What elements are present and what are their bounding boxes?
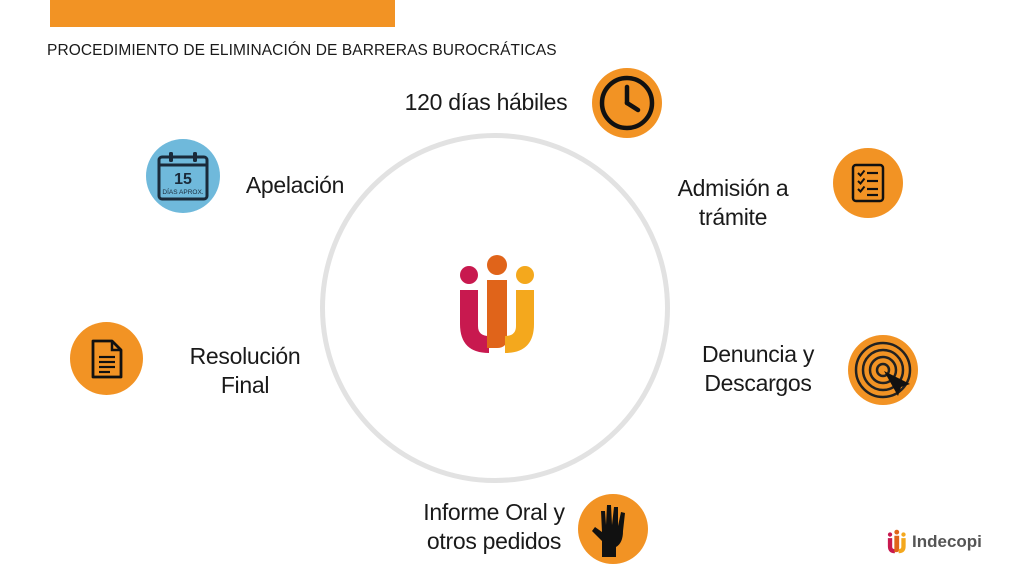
complaint-label: Denuncia y Descargos [688, 340, 828, 398]
resolution-label: Resolución Final [172, 342, 318, 400]
admission-label-line1: Admisión a [677, 175, 789, 201]
process-cycle-ring [320, 133, 670, 483]
calendar-icon: 15 DÍAS APROX. [157, 152, 209, 201]
document-icon [91, 339, 122, 378]
raised-hand-icon [592, 505, 625, 557]
page-title: PROCEDIMIENTO DE ELIMINACIÓN DE BARRERAS… [47, 42, 557, 59]
brand-name: Indecopi [912, 531, 982, 551]
resolution-label-line2: Final [220, 372, 270, 398]
raised-hand-icon-circle [578, 494, 648, 564]
duration-label: 120 días hábiles [404, 89, 568, 115]
clock-icon [599, 75, 655, 131]
checklist-icon [851, 163, 885, 203]
target-cursor-icon [854, 341, 912, 399]
calendar-caption: DÍAS APROX. [162, 187, 203, 196]
indecopi-logo [460, 255, 534, 353]
clock-icon-circle [592, 68, 662, 138]
document-icon-circle [70, 322, 143, 395]
appeal-label: Apelación [245, 172, 345, 198]
calendar-day-number: 15 [174, 171, 192, 188]
top-accent-bar [50, 0, 395, 27]
brand-footer: Indecopi [886, 529, 982, 554]
oral-report-label-line2: otros pedidos [426, 528, 562, 554]
oral-report-label: Informe Oral y otros pedidos [404, 498, 584, 556]
calendar-icon-circle: 15 DÍAS APROX. [146, 139, 220, 213]
complaint-label-line2: Descargos [704, 370, 812, 396]
admission-label: Admisión a trámite [660, 174, 806, 232]
indecopi-small-logo [887, 529, 906, 554]
resolution-label-line1: Resolución [189, 343, 301, 369]
complaint-label-line1: Denuncia y [701, 341, 815, 367]
checklist-icon-circle [833, 148, 903, 218]
oral-report-label-line1: Informe Oral y [423, 499, 565, 525]
admission-label-line2: trámite [698, 204, 768, 230]
target-icon-circle [848, 335, 918, 405]
